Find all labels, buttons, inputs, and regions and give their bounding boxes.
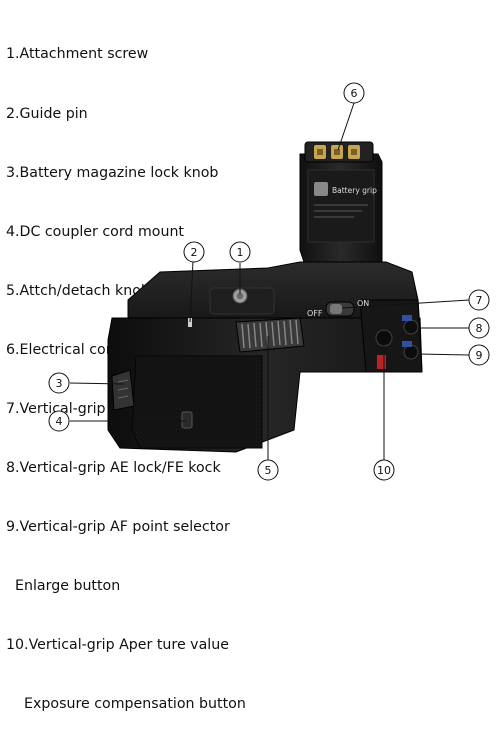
- callout-9: 9: [468, 344, 490, 366]
- callout-1: 1: [229, 241, 251, 263]
- legend-item: 2.Guide pin: [6, 105, 88, 122]
- svg-text:2: 2: [191, 246, 198, 259]
- legend-item: 9.Vertical-grip AF point selector: [6, 519, 230, 536]
- switch-off-label: OFF: [307, 309, 323, 318]
- callout-8: 8: [468, 317, 490, 339]
- legend-item: 1.Attachment screw: [6, 46, 149, 63]
- callout-4: 4: [48, 410, 70, 432]
- svg-text:6: 6: [351, 87, 358, 100]
- brand-logo-icon: [314, 182, 328, 196]
- callout-10: 10: [373, 459, 395, 481]
- on-off-switch[interactable]: [325, 301, 355, 317]
- aperture-exposure-button[interactable]: [375, 329, 393, 347]
- legend-item: 4.DC coupler cord mount: [6, 223, 184, 240]
- legend-item: 8.Vertical-grip AE lock/FE kock: [6, 460, 221, 477]
- legend-item: Exposure compensation button: [6, 696, 246, 713]
- battery-lock-knob[interactable]: [111, 369, 135, 411]
- callout-2: 2: [183, 241, 205, 263]
- electrical-contacts: [314, 145, 360, 159]
- callout-lines: [69, 102, 470, 460]
- battery-magazine: Battery grip: [299, 141, 383, 263]
- guide-pin: [188, 318, 192, 327]
- ae-lock-button[interactable]: [402, 315, 419, 335]
- switch-on-label: ON: [357, 299, 369, 308]
- svg-text:3: 3: [56, 377, 63, 390]
- legend-item: Enlarge button: [6, 578, 121, 595]
- svg-text:10: 10: [377, 464, 391, 477]
- dc-coupler-mount: [181, 411, 193, 429]
- callout-3: 3: [48, 372, 70, 394]
- attach-detach-knob[interactable]: [235, 317, 305, 353]
- callout-5: 5: [257, 459, 279, 481]
- attachment-screw[interactable]: [209, 287, 275, 315]
- av-mark-icon: [377, 355, 386, 369]
- legend-item: 3.Battery magazine lock knob: [6, 164, 219, 181]
- svg-text:8: 8: [476, 322, 483, 335]
- svg-text:1: 1: [237, 246, 244, 259]
- battery-grip-figure: Battery grip: [48, 82, 490, 481]
- legend-item: 10.Vertical-grip Aper ture value: [6, 637, 229, 654]
- svg-text:5: 5: [265, 464, 272, 477]
- callout-6: 6: [343, 82, 365, 104]
- svg-text:9: 9: [476, 349, 483, 362]
- callout-7: 7: [468, 289, 490, 311]
- svg-text:7: 7: [476, 294, 483, 307]
- battery-label: Battery grip: [332, 186, 377, 195]
- svg-text:4: 4: [56, 415, 63, 428]
- af-point-button[interactable]: [402, 341, 419, 360]
